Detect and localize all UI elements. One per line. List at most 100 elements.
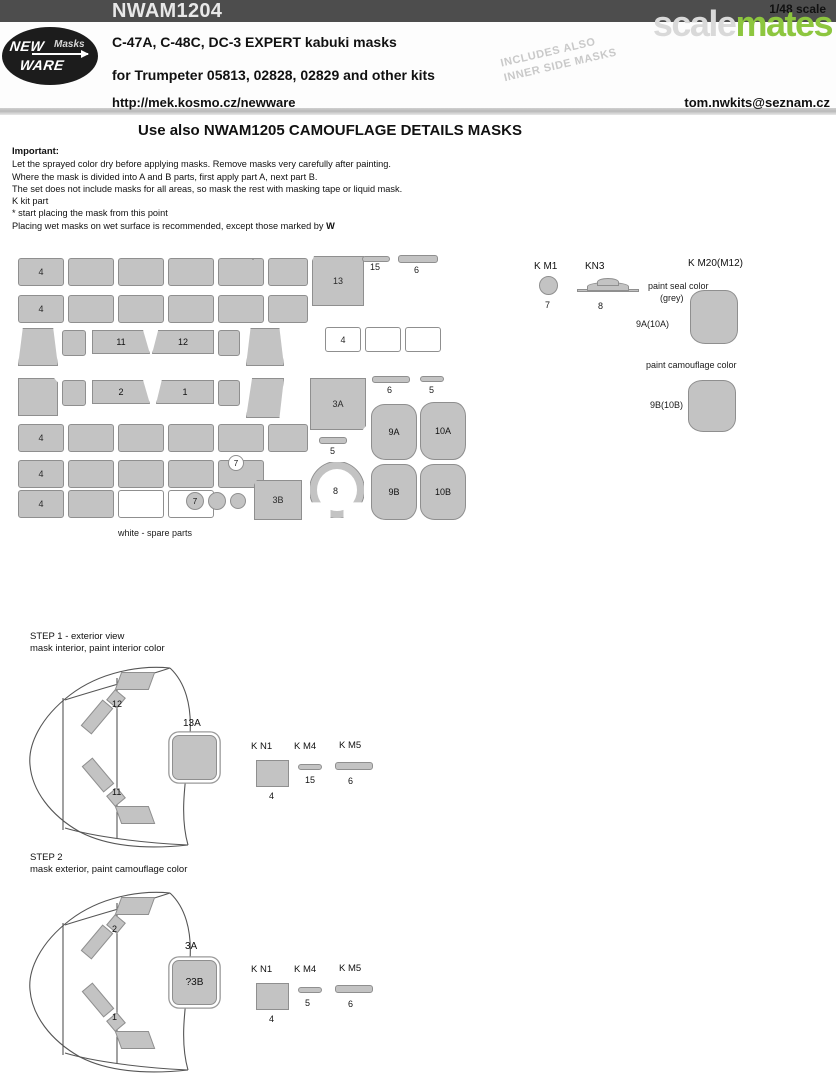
step1-km4-shape — [298, 764, 322, 770]
step1-km4-number: 15 — [305, 775, 316, 785]
newware-logo: NEW Masks WARE — [2, 27, 98, 85]
mask-part — [246, 328, 284, 366]
mask-strip-5-low — [319, 437, 347, 444]
mask-part — [268, 295, 308, 323]
mask-part-12: 12 — [152, 330, 214, 354]
header-white-area — [0, 22, 836, 108]
mask-part-7-filled: 7 — [186, 492, 204, 510]
legend-camo-shape — [688, 380, 736, 432]
mask-part-10B: 10B — [420, 464, 466, 520]
watermark-mates-text: mates — [735, 3, 833, 44]
mask-part-10A: 10A — [420, 402, 466, 460]
mask-part — [18, 328, 58, 366]
important-wet-mark: W — [326, 220, 335, 231]
step2-km5-label: K M5 — [339, 963, 362, 974]
mask-part-8-ring — [310, 462, 364, 518]
step1-km5-number: 6 — [348, 776, 354, 786]
step1-square-label: 13A — [183, 718, 201, 729]
step2-km5-shape — [335, 985, 373, 993]
step1-window-mask — [114, 672, 156, 690]
step2-number-2: 2 — [112, 924, 118, 934]
product-code: NWAM1204 — [112, 0, 223, 22]
legend-paint-seal-grey-text: (grey) — [660, 293, 684, 303]
subtitle-use-also: Use also NWAM1205 CAMOUFLAGE DETAILS MAS… — [138, 122, 522, 139]
mask-part-9B: 9B — [371, 464, 417, 520]
mask-part-2: 2 — [92, 380, 150, 404]
mask-strip-15-number: 15 — [370, 262, 381, 272]
mask-part — [168, 424, 214, 452]
step1-kn1-shape — [256, 760, 289, 787]
logo-arrow-icon — [32, 50, 89, 58]
mask-part — [218, 380, 240, 406]
legend-paint-seal-text: paint seal color — [648, 281, 709, 291]
step1-fuselage-outline — [29, 666, 191, 848]
mask-part-3A: 3A — [310, 378, 366, 430]
important-title: Important: — [12, 146, 59, 157]
step1-title-line2: mask interior, paint interior color — [30, 642, 165, 654]
mask-part: 4 — [18, 295, 64, 323]
mask-part — [62, 380, 86, 406]
legend-km1-label: K M1 — [534, 261, 558, 272]
mask-part — [168, 460, 214, 488]
important-wet-prefix: Placing wet masks on wet surface is reco… — [12, 220, 327, 231]
mask-part — [252, 258, 254, 260]
header-divider-rule — [0, 108, 836, 115]
mask-part-circle — [230, 493, 246, 509]
mask-part — [218, 424, 264, 452]
important-notes-block: Important: Let the sprayed color dry bef… — [12, 146, 572, 232]
mask-part — [68, 424, 114, 452]
mask-part — [218, 330, 240, 356]
mask-part — [118, 424, 164, 452]
step2-title: STEP 2 mask exterior, paint camouflage c… — [30, 852, 187, 875]
mask-strip-5-mid — [420, 376, 444, 382]
mask-part — [62, 330, 86, 356]
mask-strip-15 — [362, 256, 390, 262]
mask-part-circle — [208, 492, 226, 510]
mask-part — [168, 295, 214, 323]
watermark-scale-text: scale — [652, 3, 737, 44]
step2-kn1-shape — [256, 983, 289, 1010]
legend-km1-number: 7 — [545, 300, 551, 310]
step2-title-line1: STEP 2 — [30, 852, 63, 863]
legend-kn3-shape — [577, 278, 639, 294]
step2-kn1-label: K N1 — [251, 964, 273, 975]
legend-km1-shape — [539, 276, 558, 295]
mask-part-1: 1 — [156, 380, 214, 404]
mask-strip-6-top — [398, 255, 438, 263]
mask-part — [218, 295, 264, 323]
legend-seal-part-label: 9A(10A) — [636, 319, 670, 329]
legend-seal-shape — [690, 290, 738, 344]
mask-part — [68, 460, 114, 488]
mask-part — [118, 460, 164, 488]
mask-strip-6-mid — [372, 376, 410, 383]
header-kits-line: for Trumpeter 05813, 02828, 02829 and ot… — [112, 67, 435, 83]
step1-kn1-number: 4 — [269, 791, 275, 801]
mask-part-white — [118, 490, 164, 518]
mask-part: 4 — [18, 460, 64, 488]
mask-part: 4 — [18, 424, 64, 452]
step2-window-mask — [114, 1031, 156, 1049]
step2-km4-label: K M4 — [294, 964, 317, 975]
logo-ware-text: WARE — [18, 57, 66, 73]
header-url[interactable]: http://mek.kosmo.cz/newware — [112, 95, 296, 110]
step2-fuselage-outline — [29, 891, 191, 1073]
step2-number-1: 1 — [112, 1012, 118, 1022]
mask-part: 4 — [18, 490, 64, 518]
mask-part-11: 11 — [92, 330, 150, 354]
step2-km4-shape — [298, 987, 322, 993]
mask-part — [68, 295, 114, 323]
step2-window-mask — [114, 897, 156, 915]
important-line-1: Let the sprayed color dry before applyin… — [12, 159, 391, 170]
header-email[interactable]: tom.nwkits@seznam.cz — [684, 95, 830, 110]
mask-part-9A: 9A — [371, 404, 417, 460]
mask-part-white — [405, 327, 441, 352]
mask-part — [268, 424, 308, 452]
mask-part — [68, 258, 114, 286]
mask-part — [246, 378, 284, 418]
mask-part-3B: 3B — [254, 480, 302, 520]
important-line-wet: Placing wet masks on wet surface is reco… — [12, 220, 572, 232]
mask-part-white: 4 — [325, 327, 361, 352]
mask-strip-5-low-number: 5 — [330, 446, 336, 456]
important-line-2: Where the mask is divided into A and B p… — [12, 171, 318, 182]
legend-paint-camo-text: paint camouflage color — [646, 360, 737, 370]
